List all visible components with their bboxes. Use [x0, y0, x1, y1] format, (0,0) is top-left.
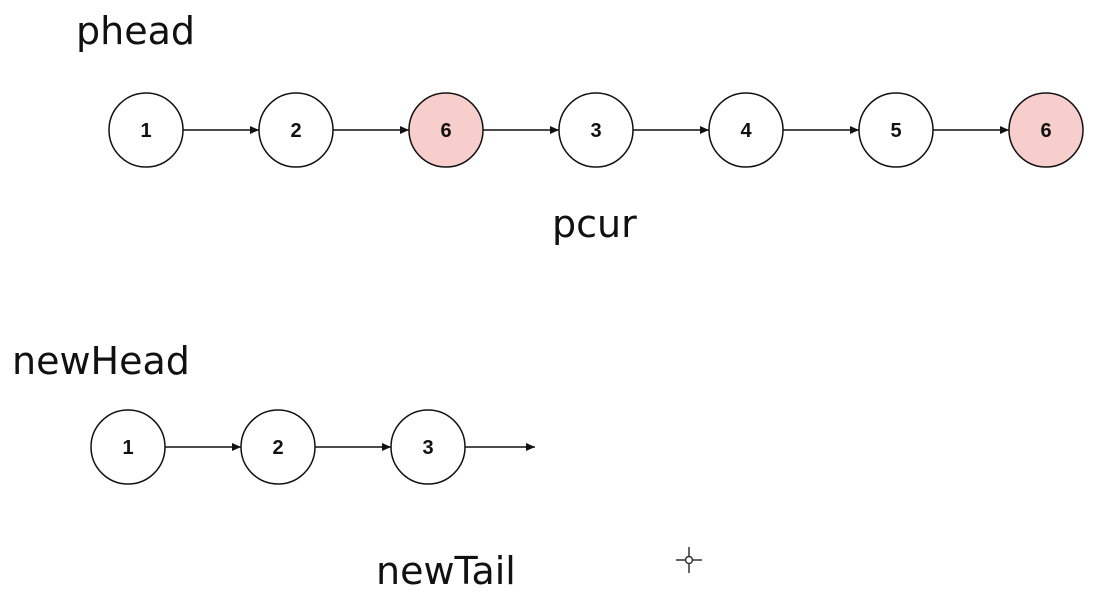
phead-label: phead	[76, 9, 195, 53]
list-node-highlighted	[408, 92, 484, 168]
node-value: 2	[272, 437, 283, 459]
newtail-label: newTail	[376, 549, 516, 593]
new-list: 1 2 3	[90, 409, 535, 485]
pcur-label: pcur	[552, 202, 637, 246]
list-node	[258, 92, 334, 168]
list-node	[108, 92, 184, 168]
node-value: 3	[590, 120, 601, 142]
node-value: 6	[440, 120, 451, 142]
list-node	[240, 409, 316, 485]
node-value: 4	[740, 120, 752, 142]
list-node	[90, 409, 166, 485]
newhead-label: newHead	[12, 339, 190, 383]
original-list: 1 2 6 3 4 5 6	[108, 92, 1084, 168]
node-value: 1	[122, 437, 133, 459]
crosshair-cursor-icon	[674, 545, 704, 575]
list-node	[708, 92, 784, 168]
list-node	[858, 92, 934, 168]
node-value: 6	[1040, 120, 1051, 142]
node-value: 2	[290, 120, 301, 142]
node-value: 5	[890, 120, 901, 142]
list-node-highlighted	[1008, 92, 1084, 168]
node-value: 1	[140, 120, 151, 142]
list-node	[558, 92, 634, 168]
node-value: 3	[422, 437, 433, 459]
